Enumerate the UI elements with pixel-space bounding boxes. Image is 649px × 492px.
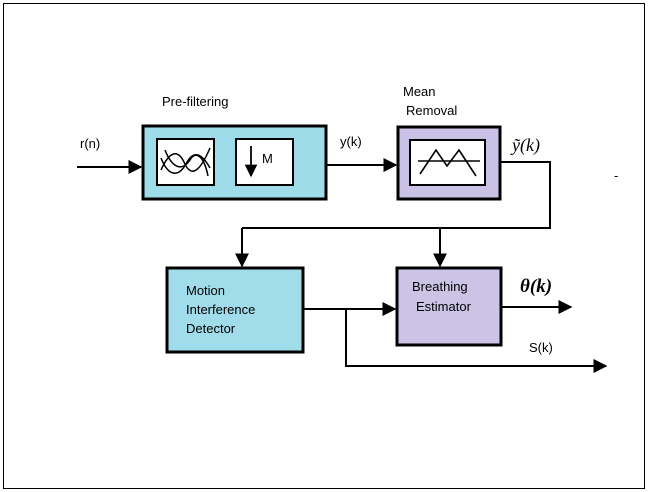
bandpass-filter-box	[156, 138, 215, 186]
mean-removal-title-line2: Removal	[406, 103, 457, 118]
breathing-estimator-label-line1: Breathing	[412, 279, 468, 294]
prefilter-output-label: y(k)	[340, 134, 362, 149]
breathing-estimator-block	[395, 266, 503, 347]
motion-detector-label-line2: Interference	[186, 302, 255, 317]
mean-removal-output-line	[242, 161, 551, 229]
motion-detector-block	[165, 266, 305, 354]
motion-detector-label-line3: Detector	[186, 321, 236, 336]
decimation-box	[235, 138, 294, 186]
mean-removed-output-label: ỹ(k)	[510, 135, 540, 156]
filter-waveform-icon	[160, 147, 211, 177]
estimator-output-label: θ(k)	[520, 276, 552, 297]
mean-removal-title-line1: Mean	[403, 84, 436, 99]
motion-detector-label-line1: Motion	[186, 283, 225, 298]
breathing-estimator-label-line2: Estimator	[416, 299, 472, 314]
decimation-factor-label: M	[262, 151, 273, 166]
page-border	[3, 3, 645, 489]
prefilter-title: Pre-filtering	[162, 94, 228, 109]
detector-output-line	[345, 309, 608, 373]
mean-removal-waveform-icon	[418, 148, 480, 177]
input-signal-label: r(n)	[80, 136, 100, 151]
detector-output-label: S(k)	[529, 340, 553, 355]
stray-mark: -	[614, 168, 618, 183]
mean-removal-inner-box	[409, 139, 486, 186]
